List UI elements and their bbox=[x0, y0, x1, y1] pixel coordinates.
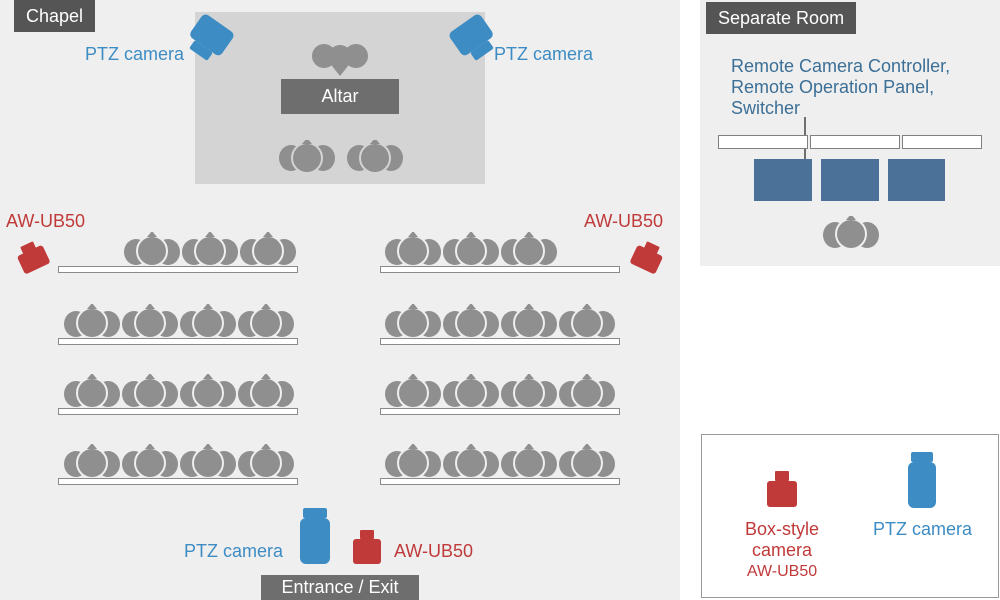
monitor-remote-operation-panel bbox=[821, 159, 879, 201]
guest-icon bbox=[385, 304, 441, 339]
ptz-camera-bottom-label: PTZ camera bbox=[184, 541, 284, 561]
ptz-camera-left-label: PTZ camera bbox=[85, 44, 185, 64]
pew-bench bbox=[58, 408, 298, 415]
guest-icon bbox=[64, 444, 120, 479]
altar-label: Altar bbox=[281, 79, 399, 114]
box-camera-bottom-icon bbox=[353, 530, 381, 564]
guest-icon bbox=[501, 374, 557, 409]
legend-ptz-camera-icon bbox=[908, 452, 936, 508]
guest-icon bbox=[124, 232, 180, 267]
ptz-camera-left-icon bbox=[189, 14, 234, 61]
guest-icon bbox=[559, 444, 615, 479]
pew-bench bbox=[380, 338, 620, 345]
legend-box-camera-line2: camera bbox=[751, 540, 813, 560]
guest-icon bbox=[443, 232, 499, 267]
guest-icon bbox=[238, 444, 294, 479]
desk-left bbox=[718, 135, 808, 149]
ptz-camera-bottom-icon bbox=[300, 508, 330, 564]
guest-icon bbox=[443, 374, 499, 409]
guest-icon bbox=[559, 304, 615, 339]
box-camera-right-icon bbox=[630, 241, 663, 274]
entrance-exit: Entrance / Exit bbox=[261, 575, 419, 600]
ptz-camera-right-label: PTZ camera bbox=[494, 44, 594, 64]
guest-icon bbox=[182, 232, 238, 267]
guest-icon bbox=[501, 304, 557, 339]
guest-icon bbox=[385, 232, 441, 267]
pew-bench bbox=[380, 478, 620, 485]
groom-icon bbox=[279, 140, 335, 174]
aw-ub50-bottom-label: AW-UB50 bbox=[394, 541, 474, 561]
guest-icon bbox=[443, 304, 499, 339]
description-line-1: Remote Camera Controller, bbox=[731, 56, 951, 76]
guest-icon bbox=[385, 374, 441, 409]
monitor-remote-camera-controller bbox=[754, 159, 812, 201]
operator-icon bbox=[823, 216, 879, 250]
guest-icon bbox=[180, 304, 236, 339]
pew-bench bbox=[58, 266, 298, 273]
monitor-switcher bbox=[888, 159, 945, 201]
guest-icon bbox=[385, 444, 441, 479]
bride-icon bbox=[347, 140, 403, 174]
guest-icon bbox=[122, 374, 178, 409]
guest-icon bbox=[559, 374, 615, 409]
legend-box-camera-label: Box-style camera AW-UB50 bbox=[726, 519, 838, 582]
pew-bench bbox=[58, 338, 298, 345]
chapel-title: Chapel bbox=[14, 0, 96, 32]
pew-bench bbox=[380, 266, 620, 273]
legend-box-camera-icon bbox=[767, 471, 797, 507]
pew-bench bbox=[380, 408, 620, 415]
desk-right bbox=[902, 135, 982, 149]
guest-icon bbox=[64, 374, 120, 409]
aw-ub50-right-label: AW-UB50 bbox=[584, 211, 664, 231]
desk-middle bbox=[810, 135, 900, 149]
guest-icon bbox=[501, 444, 557, 479]
guest-icon bbox=[122, 304, 178, 339]
guest-icon bbox=[240, 232, 296, 267]
legend-box-camera-line1: Box-style bbox=[744, 519, 820, 539]
guest-icon bbox=[64, 304, 120, 339]
pew-bench bbox=[58, 478, 298, 485]
description-line-3: Switcher bbox=[731, 98, 801, 118]
aw-ub50-left-label: AW-UB50 bbox=[6, 211, 86, 231]
legend bbox=[701, 434, 999, 598]
guest-icon bbox=[501, 232, 557, 267]
description-line-2: Remote Operation Panel, bbox=[731, 77, 935, 97]
guest-icon bbox=[238, 374, 294, 409]
legend-ptz-camera-label: PTZ camera bbox=[873, 519, 973, 539]
legend-box-camera-model: AW-UB50 bbox=[746, 563, 818, 580]
guest-icon bbox=[443, 444, 499, 479]
guest-icon bbox=[122, 444, 178, 479]
box-camera-left-icon bbox=[17, 241, 50, 274]
priest-icon bbox=[312, 44, 368, 76]
guest-icon bbox=[180, 444, 236, 479]
guest-icon bbox=[238, 304, 294, 339]
ptz-camera-right-icon bbox=[449, 14, 494, 61]
guest-icon bbox=[180, 374, 236, 409]
separate-room-title: Separate Room bbox=[706, 2, 857, 34]
control-equipment-description: Remote Camera Controller, Remote Operati… bbox=[731, 56, 950, 119]
